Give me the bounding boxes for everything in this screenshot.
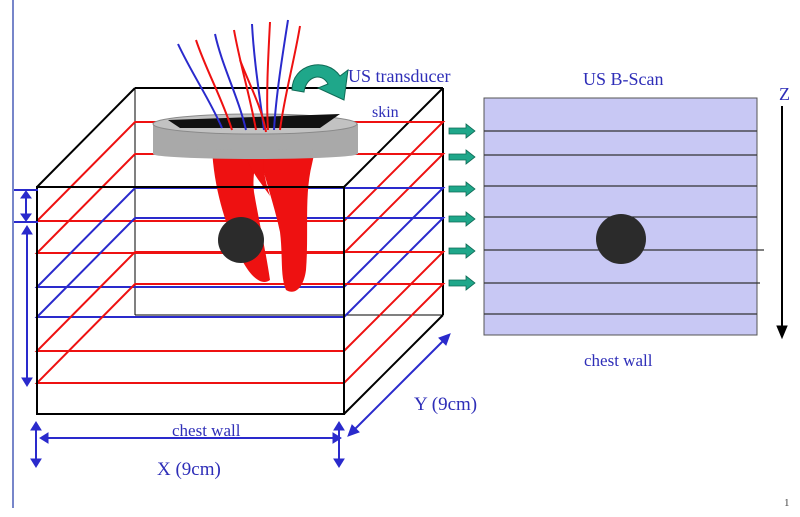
bscan-title: US B-Scan [583, 69, 664, 89]
lesion-bscan [596, 214, 646, 264]
page-number: 1 [784, 497, 790, 509]
bscan-panel [483, 97, 764, 336]
scan-plane-red [34, 283, 446, 384]
scan-plane-red [34, 251, 446, 352]
plane-to-bscan-arrows [448, 123, 476, 291]
depth-dimension-arrow [21, 225, 33, 387]
skin-label: skin [372, 104, 399, 121]
chest-wall-label-right: chest wall [584, 351, 653, 370]
rotation-arrow-icon [291, 64, 349, 101]
z-axis-arrow [776, 106, 788, 340]
chest-wall-label-bottom: chest wall [172, 421, 241, 440]
tissue-structure [212, 148, 315, 292]
x-dimension-label: X (9cm) [157, 459, 221, 480]
box-front-edges [36, 186, 444, 415]
z-axis-label: Z [779, 84, 790, 104]
lesion-3d [218, 217, 264, 263]
beam-lines [177, 19, 301, 133]
us-transducer [152, 113, 358, 159]
x-dimension-arrow [30, 421, 345, 468]
y-dimension-arrow [347, 333, 451, 437]
box-back-edges [36, 87, 444, 316]
y-dimension-label: Y (9cm) [414, 394, 477, 415]
transducer-label: US transducer [348, 66, 450, 86]
slice-spacing-arrow [14, 189, 38, 223]
